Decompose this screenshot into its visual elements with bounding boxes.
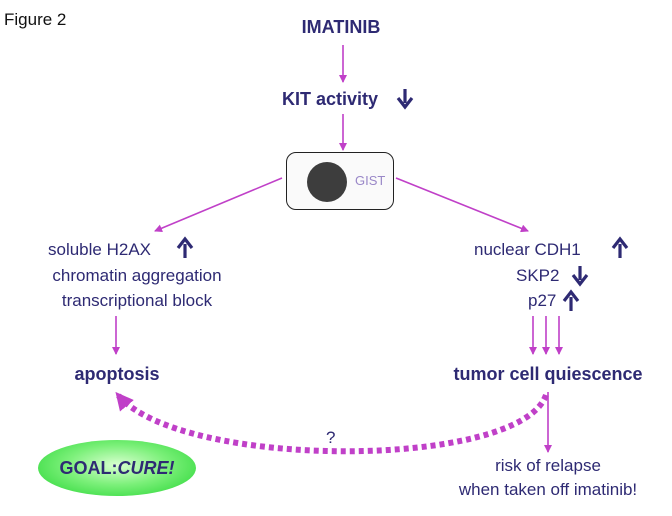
left-line-1: soluble H2AX (48, 240, 152, 259)
p27-up-arrow-icon (562, 289, 580, 311)
figure-label: Figure 2 (4, 10, 67, 29)
cdh1-up-arrow-icon (611, 236, 629, 258)
left-line-3: transcriptional block (61, 291, 213, 310)
kit-activity-label: KIT activity (281, 89, 379, 109)
left-line-2: chromatin aggregation (52, 266, 222, 285)
gist-label: GIST (355, 173, 386, 188)
arrow-gist-to-left (154, 177, 283, 232)
goal-ellipse: GOAL:CURE! (38, 440, 196, 496)
relapse-line-1: risk of relapse (495, 456, 601, 475)
goal-prefix: GOAL: (59, 457, 118, 478)
right-line-3: p27 (528, 291, 557, 310)
goal-emphasis: CURE! (117, 457, 175, 478)
right-line-1: nuclear CDH1 (474, 240, 581, 259)
relapse-line-2: when taken off imatinib! (458, 480, 638, 499)
question-mark: ? (326, 428, 336, 447)
apoptosis-label: apoptosis (74, 364, 160, 384)
dotted-arrow-quiescence-to-apoptosis (115, 391, 549, 455)
skp2-down-arrow-icon (571, 266, 589, 287)
gist-cell-box: GIST (286, 152, 394, 210)
arrow-gist-to-right (395, 177, 529, 233)
drug-label: IMATINIB (301, 17, 381, 37)
quiescence-label: tumor cell quiescence (453, 364, 643, 384)
right-line-2: SKP2 (516, 266, 560, 285)
kit-down-arrow-icon (396, 89, 414, 110)
h2ax-up-arrow-icon (176, 236, 194, 258)
cell-nucleus (307, 162, 347, 202)
